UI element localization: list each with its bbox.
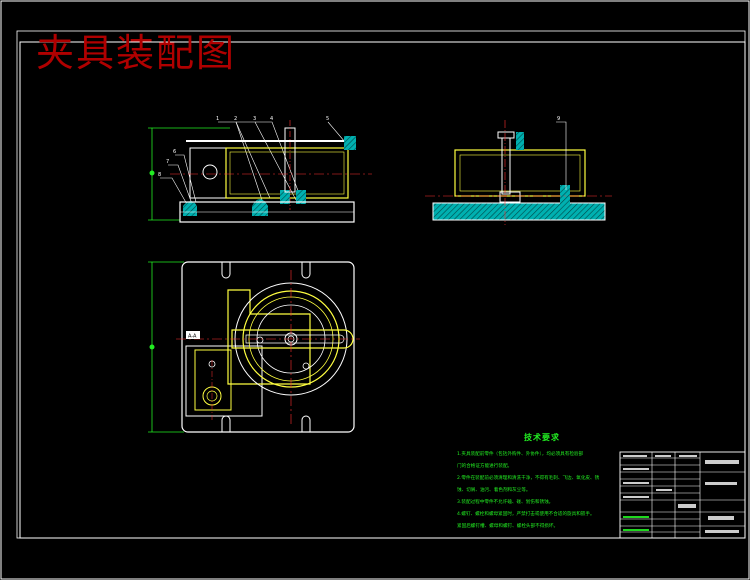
requirement-line: 2.零件在装配前必须清理和清洗干净，不得有毛刺、飞边、氧化皮、锈	[457, 476, 600, 481]
top-view: A-A	[148, 261, 360, 433]
requirement-line: 紧固后螺钉槽、螺母和螺钉、螺栓头部不得损坏。	[457, 524, 559, 529]
requirement-line: 门的合格证方能进行装配。	[457, 464, 513, 469]
svg-text:A-A: A-A	[188, 334, 197, 340]
svg-text:3: 3	[253, 116, 256, 122]
svg-text:4: 4	[270, 116, 273, 122]
technical-requirements-heading: 技术要求	[524, 433, 560, 442]
svg-text:1: 1	[216, 116, 219, 122]
svg-text:8: 8	[158, 172, 161, 178]
drawing-title: 夹具装配图	[36, 31, 237, 75]
requirement-line: 4.螺钉、螺栓和螺母紧固时，严禁打击或使用不合适的旋具和扳手。	[457, 512, 595, 517]
title-block	[619, 451, 746, 539]
requirement-line: 蚀、切屑、油污、着色剂和灰尘等。	[457, 488, 531, 493]
svg-text:7: 7	[166, 159, 169, 165]
requirement-line: 3.装配过程中零件不允许磕、碰、划伤和锈蚀。	[457, 500, 554, 505]
technical-requirements: 技术要求 1.夹具装配前零件（包括外购件、外协件），均必须具有检验部 门的合格证…	[457, 432, 607, 533]
title-block-fills	[623, 455, 739, 533]
svg-text:6: 6	[173, 149, 176, 155]
svg-text:2: 2	[234, 116, 237, 122]
requirement-line: 1.夹具装配前零件（包括外购件、外协件），均必须具有检验部	[457, 452, 584, 457]
front-view: 1 2 3 4 5 8 76	[148, 116, 372, 223]
svg-text:5: 5	[326, 116, 329, 122]
svg-text:9: 9	[557, 116, 560, 122]
side-view: 9	[425, 116, 612, 225]
